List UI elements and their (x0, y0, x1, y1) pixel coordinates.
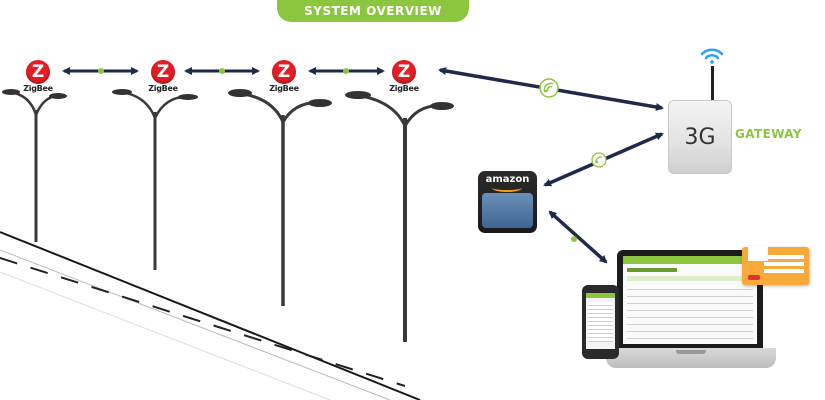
table-row (627, 318, 753, 325)
street-light-4 (354, 93, 446, 342)
street-light-1 (9, 90, 61, 242)
zigbee-label: ZigBee (389, 84, 419, 93)
phone-screen (586, 293, 615, 349)
link-dot (98, 68, 104, 74)
table-row (627, 325, 753, 332)
zigbee-logo-icon (392, 60, 416, 84)
lamp-head (345, 91, 371, 99)
phone-list (588, 302, 613, 342)
card-logo (748, 246, 768, 261)
lamp-head (178, 94, 198, 100)
dashboard-header (623, 256, 757, 264)
zigbee-logo-icon (151, 60, 175, 84)
wifi-icon (700, 48, 724, 64)
dashboard-screenshot (623, 256, 757, 344)
street-light-3 (236, 91, 324, 306)
lamp-head (430, 102, 454, 110)
card-field (764, 255, 804, 259)
gateway-antenna (711, 66, 714, 102)
lamp-head (112, 89, 132, 95)
table-header (627, 276, 753, 281)
table-row (627, 297, 753, 304)
network-links (438, 67, 664, 264)
gateway-label: GATEWAY (735, 127, 802, 141)
laptop-base (606, 348, 776, 368)
zigbee-logo-icon (26, 60, 50, 84)
dashboard-heading (627, 268, 677, 272)
card-field (764, 262, 804, 266)
banner-title: SYSTEM OVERVIEW (304, 4, 442, 18)
table-row (627, 304, 753, 311)
section-banner: SYSTEM OVERVIEW (277, 0, 469, 22)
zigbee-node-3: ZigBee (264, 60, 304, 93)
table-row (627, 290, 753, 297)
gateway-device: 3G (668, 100, 732, 174)
zigbee-node-2: ZigBee (143, 60, 183, 93)
link-dot (571, 236, 577, 242)
amazon-cloud-tile: amazon (478, 171, 537, 233)
lamp-head (49, 93, 67, 99)
lamp-head (228, 89, 252, 97)
wireless-signal-icon (539, 78, 559, 98)
lamp-head (2, 89, 20, 95)
link-dot (219, 68, 225, 74)
card-button (748, 275, 760, 280)
lamp-head (308, 99, 332, 107)
road-center-dashes (0, 257, 406, 387)
zigbee-node-1: ZigBee (18, 60, 58, 93)
amazon-smile-icon (492, 184, 522, 192)
zigbee-label: ZigBee (148, 84, 178, 93)
zigbee-label: ZigBee (23, 84, 53, 93)
table-row (627, 332, 753, 339)
gateway-device-text: 3G (684, 124, 716, 150)
card-field (764, 269, 804, 273)
zigbee-node-4: ZigBee (384, 60, 424, 93)
amazon-label: amazon (485, 174, 530, 185)
zigbee-logo-icon (272, 60, 296, 84)
link-dot (343, 68, 349, 74)
phone-header (586, 293, 615, 298)
street-light-2 (119, 90, 191, 270)
table-row (627, 283, 753, 290)
table-row (627, 311, 753, 318)
wireless-signal-icon (591, 152, 607, 168)
cloud-sky (482, 193, 533, 228)
road (0, 231, 421, 400)
zigbee-label: ZigBee (269, 84, 299, 93)
